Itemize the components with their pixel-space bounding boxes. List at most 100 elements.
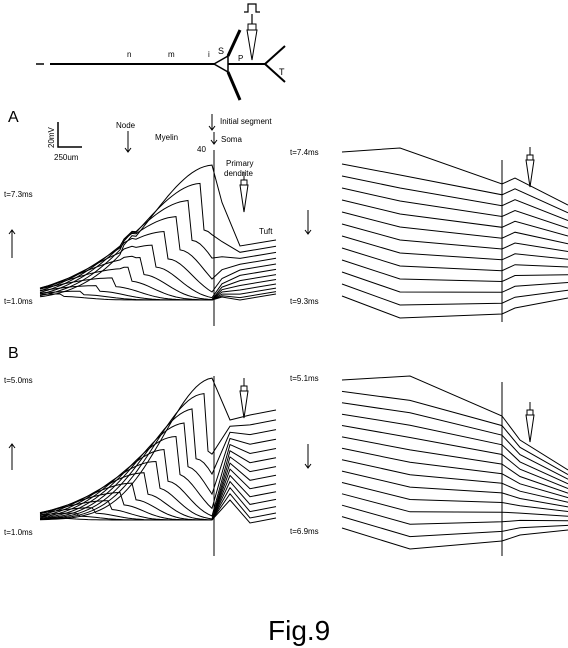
arrow-up-icon bbox=[8, 443, 16, 449]
trace bbox=[39, 408, 277, 520]
stimulus-pulse-icon bbox=[244, 3, 260, 13]
trace bbox=[341, 147, 568, 206]
label-t: T bbox=[279, 67, 285, 77]
arrow-up-icon bbox=[8, 229, 16, 235]
electrode-icon bbox=[246, 29, 258, 61]
trace bbox=[341, 375, 568, 471]
apical-branch-down bbox=[226, 71, 242, 101]
electrode-icon bbox=[525, 402, 535, 443]
scale-voltage: 20mV bbox=[47, 126, 56, 148]
annotation-primary: Primary bbox=[226, 159, 254, 168]
trace bbox=[341, 235, 568, 261]
trace bbox=[341, 271, 568, 293]
trace bbox=[341, 259, 568, 283]
trace bbox=[341, 493, 568, 517]
trace bbox=[341, 283, 568, 306]
arrow-down-icon bbox=[304, 463, 312, 469]
trace bbox=[39, 377, 277, 521]
trace bbox=[341, 163, 568, 214]
traces-b-right bbox=[341, 375, 568, 550]
soma-arrowhead bbox=[210, 139, 218, 145]
neuron-schematic: n m i S P T bbox=[36, 3, 286, 101]
trace bbox=[341, 527, 568, 550]
trace bbox=[39, 462, 277, 521]
traces-a-left bbox=[39, 164, 277, 301]
trace bbox=[341, 470, 568, 508]
apical-branch-up bbox=[226, 29, 242, 57]
trace bbox=[39, 277, 277, 301]
trace bbox=[39, 393, 277, 520]
trace bbox=[341, 425, 568, 489]
trace bbox=[39, 182, 277, 297]
electrode-icon bbox=[239, 378, 249, 419]
electrode-icon bbox=[525, 147, 535, 188]
trace bbox=[341, 459, 568, 503]
time-a-right-bottom: t=9.3ms bbox=[290, 297, 319, 306]
time-a-left-bottom: t=1.0ms bbox=[4, 297, 33, 306]
direction-arrows bbox=[8, 210, 312, 470]
trace bbox=[39, 230, 277, 293]
node-arrowhead bbox=[124, 147, 132, 153]
trace bbox=[341, 295, 568, 319]
label-p: P bbox=[238, 54, 243, 63]
time-b-left-top: t=5.0ms bbox=[4, 376, 33, 385]
scale-bar: 20mV 250um bbox=[47, 122, 82, 162]
label-i: i bbox=[208, 50, 210, 59]
trace bbox=[341, 402, 568, 480]
trace bbox=[39, 199, 277, 295]
soma-triangle bbox=[212, 54, 229, 74]
trace bbox=[341, 247, 568, 272]
time-a-right-top: t=7.4ms bbox=[290, 148, 319, 157]
annotation-initial-segment: Initial segment bbox=[220, 117, 272, 126]
time-b-right-bottom: t=6.9ms bbox=[290, 527, 319, 536]
annotation-myelin: Myelin bbox=[155, 133, 178, 142]
electrode-cap bbox=[247, 23, 257, 31]
trace bbox=[39, 216, 277, 293]
traces-b-left bbox=[39, 377, 277, 524]
label-s: S bbox=[218, 46, 224, 56]
trace bbox=[39, 486, 277, 521]
tuft-branch-up bbox=[264, 45, 286, 65]
panel-a-letter: A bbox=[8, 109, 19, 126]
trace bbox=[39, 266, 277, 301]
trace bbox=[341, 390, 568, 476]
annotation-40: 40 bbox=[197, 145, 206, 154]
trace bbox=[341, 187, 568, 229]
tuft-branch-down bbox=[264, 63, 286, 83]
scale-bar-lines bbox=[57, 122, 82, 148]
arrow-down-icon bbox=[304, 229, 312, 235]
trace bbox=[341, 516, 568, 538]
trace bbox=[341, 223, 568, 252]
trace bbox=[39, 422, 277, 520]
trace bbox=[39, 290, 277, 301]
trace bbox=[341, 504, 568, 525]
trace bbox=[341, 211, 568, 245]
annotation-soma: Soma bbox=[221, 135, 242, 144]
trace bbox=[341, 413, 568, 485]
figure-caption: Fig.9 bbox=[268, 615, 330, 646]
trace bbox=[39, 456, 277, 520]
annotation-tuft: Tuft bbox=[259, 227, 273, 236]
trace bbox=[341, 436, 568, 494]
time-b-left-bottom: t=1.0ms bbox=[4, 528, 33, 537]
traces-a-right bbox=[341, 147, 568, 319]
time-b-right-top: t=5.1ms bbox=[290, 374, 319, 383]
time-a-left-top: t=7.3ms bbox=[4, 190, 33, 199]
panel-electrodes bbox=[239, 147, 535, 443]
trace bbox=[39, 435, 277, 519]
trace bbox=[341, 482, 568, 512]
trace bbox=[39, 164, 277, 298]
annotation-dendrite: dendrite bbox=[224, 169, 253, 178]
label-m: m bbox=[168, 50, 175, 59]
panel-b-letter: B bbox=[8, 345, 19, 362]
trace bbox=[341, 175, 568, 221]
annotation-node: Node bbox=[116, 121, 136, 130]
initial-segment-arrowhead bbox=[208, 125, 216, 131]
electrode-icon bbox=[239, 172, 249, 213]
trace bbox=[39, 244, 277, 299]
trace bbox=[39, 468, 277, 521]
label-n: n bbox=[127, 50, 131, 59]
trace bbox=[341, 199, 568, 237]
scale-length: 250um bbox=[54, 153, 79, 162]
